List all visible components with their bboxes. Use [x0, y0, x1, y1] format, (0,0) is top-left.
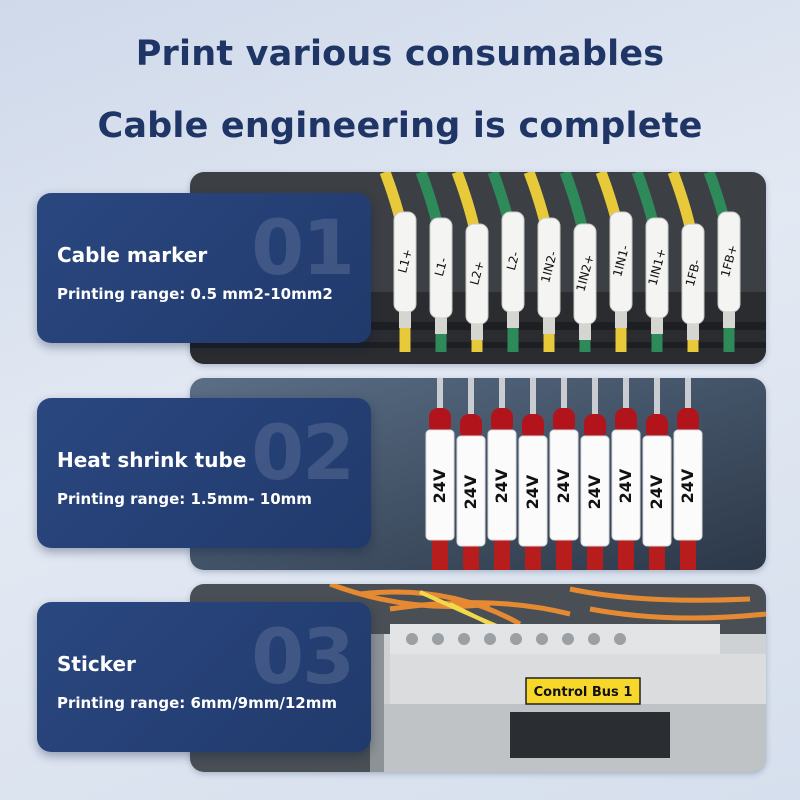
cable-marker-sleeve: 1IN1-	[609, 211, 633, 313]
heat-shrink-tube: 24V	[518, 435, 548, 547]
card-number: 01	[251, 203, 355, 292]
heat-shrink-label: 24V	[678, 468, 697, 503]
cable-marker-sleeve: 1FB-	[681, 223, 705, 325]
card-printing-range: Printing range: 6mm/9mm/12mm	[57, 694, 337, 712]
sticker-card: 03 Sticker Printing range: 6mm/9mm/12mm	[37, 602, 371, 752]
heat-shrink-label: 24V	[554, 468, 573, 503]
cable-marker-label: L2-	[504, 250, 522, 272]
card-printing-range: Printing range: 1.5mm- 10mm	[57, 490, 312, 508]
heat-shrink-label: 24V	[616, 468, 635, 503]
card-title: Cable marker	[57, 243, 208, 267]
card-title: Sticker	[57, 652, 136, 676]
cable-marker-label: 1FB-	[683, 258, 704, 288]
cable-marker-label: L1-	[432, 256, 450, 278]
cable-marker-label: L1+	[395, 247, 415, 274]
cable-marker-sleeve: 1IN1+	[645, 217, 669, 319]
headline-line-1: Print various consumables	[135, 34, 665, 74]
heat-shrink-tube: 24V	[456, 435, 486, 547]
card-title: Heat shrink tube	[57, 448, 247, 472]
heat-shrink-tube: 24V	[611, 429, 641, 541]
heat-shrink-label: 24V	[430, 468, 449, 503]
heat-shrink-tube: 24V	[425, 429, 455, 541]
cable-marker-photo: L1+ L1- L2+ L2- 1IN2- 1IN2+ 1IN1- 1IN1+ 1FB- 1FB+	[190, 172, 766, 364]
card-printing-range: Printing range: 0.5 mm2-10mm2	[57, 285, 333, 303]
heat-shrink-tube: 24V	[549, 429, 579, 541]
heat-shrink-label: 24V	[647, 474, 666, 509]
heat-shrink-tube: 24V	[487, 429, 517, 541]
heat-shrink-label: 24V	[492, 468, 511, 503]
cable-marker-label: L2+	[467, 259, 487, 286]
cable-marker-sleeve: L2-	[501, 211, 525, 313]
headline-line-2: Cable engineering is complete	[97, 106, 703, 146]
heat-shrink-label: 24V	[523, 474, 542, 509]
heat-shrink-label: 24V	[585, 474, 604, 509]
heat-shrink-label: 24V	[461, 474, 480, 509]
cable-marker-sleeve: 1FB+	[717, 211, 741, 313]
sticker-label-text: Control Bus 1	[534, 685, 633, 700]
cable-marker-sleeve: 1IN2-	[537, 217, 561, 319]
card-number: 02	[251, 408, 355, 497]
cable-marker-sleeve: L1-	[429, 217, 453, 319]
card-number: 03	[251, 612, 355, 701]
heat-shrink-card: 02 Heat shrink tube Printing range: 1.5m…	[37, 398, 371, 548]
heat-shrink-tube: 24V	[642, 435, 672, 547]
cable-marker-sleeve: L2+	[465, 223, 489, 325]
heat-shrink-photo: 24V 24V 24V 24V 24V 24V 24V 24V 24V	[190, 378, 766, 570]
cable-marker-sleeve: L1+	[393, 211, 417, 313]
heat-shrink-tube: 24V	[673, 429, 703, 541]
cable-marker-sleeve: 1IN2+	[573, 223, 597, 325]
heat-shrink-tube: 24V	[580, 435, 610, 547]
cable-marker-card: 01 Cable marker Printing range: 0.5 mm2-…	[37, 193, 371, 343]
